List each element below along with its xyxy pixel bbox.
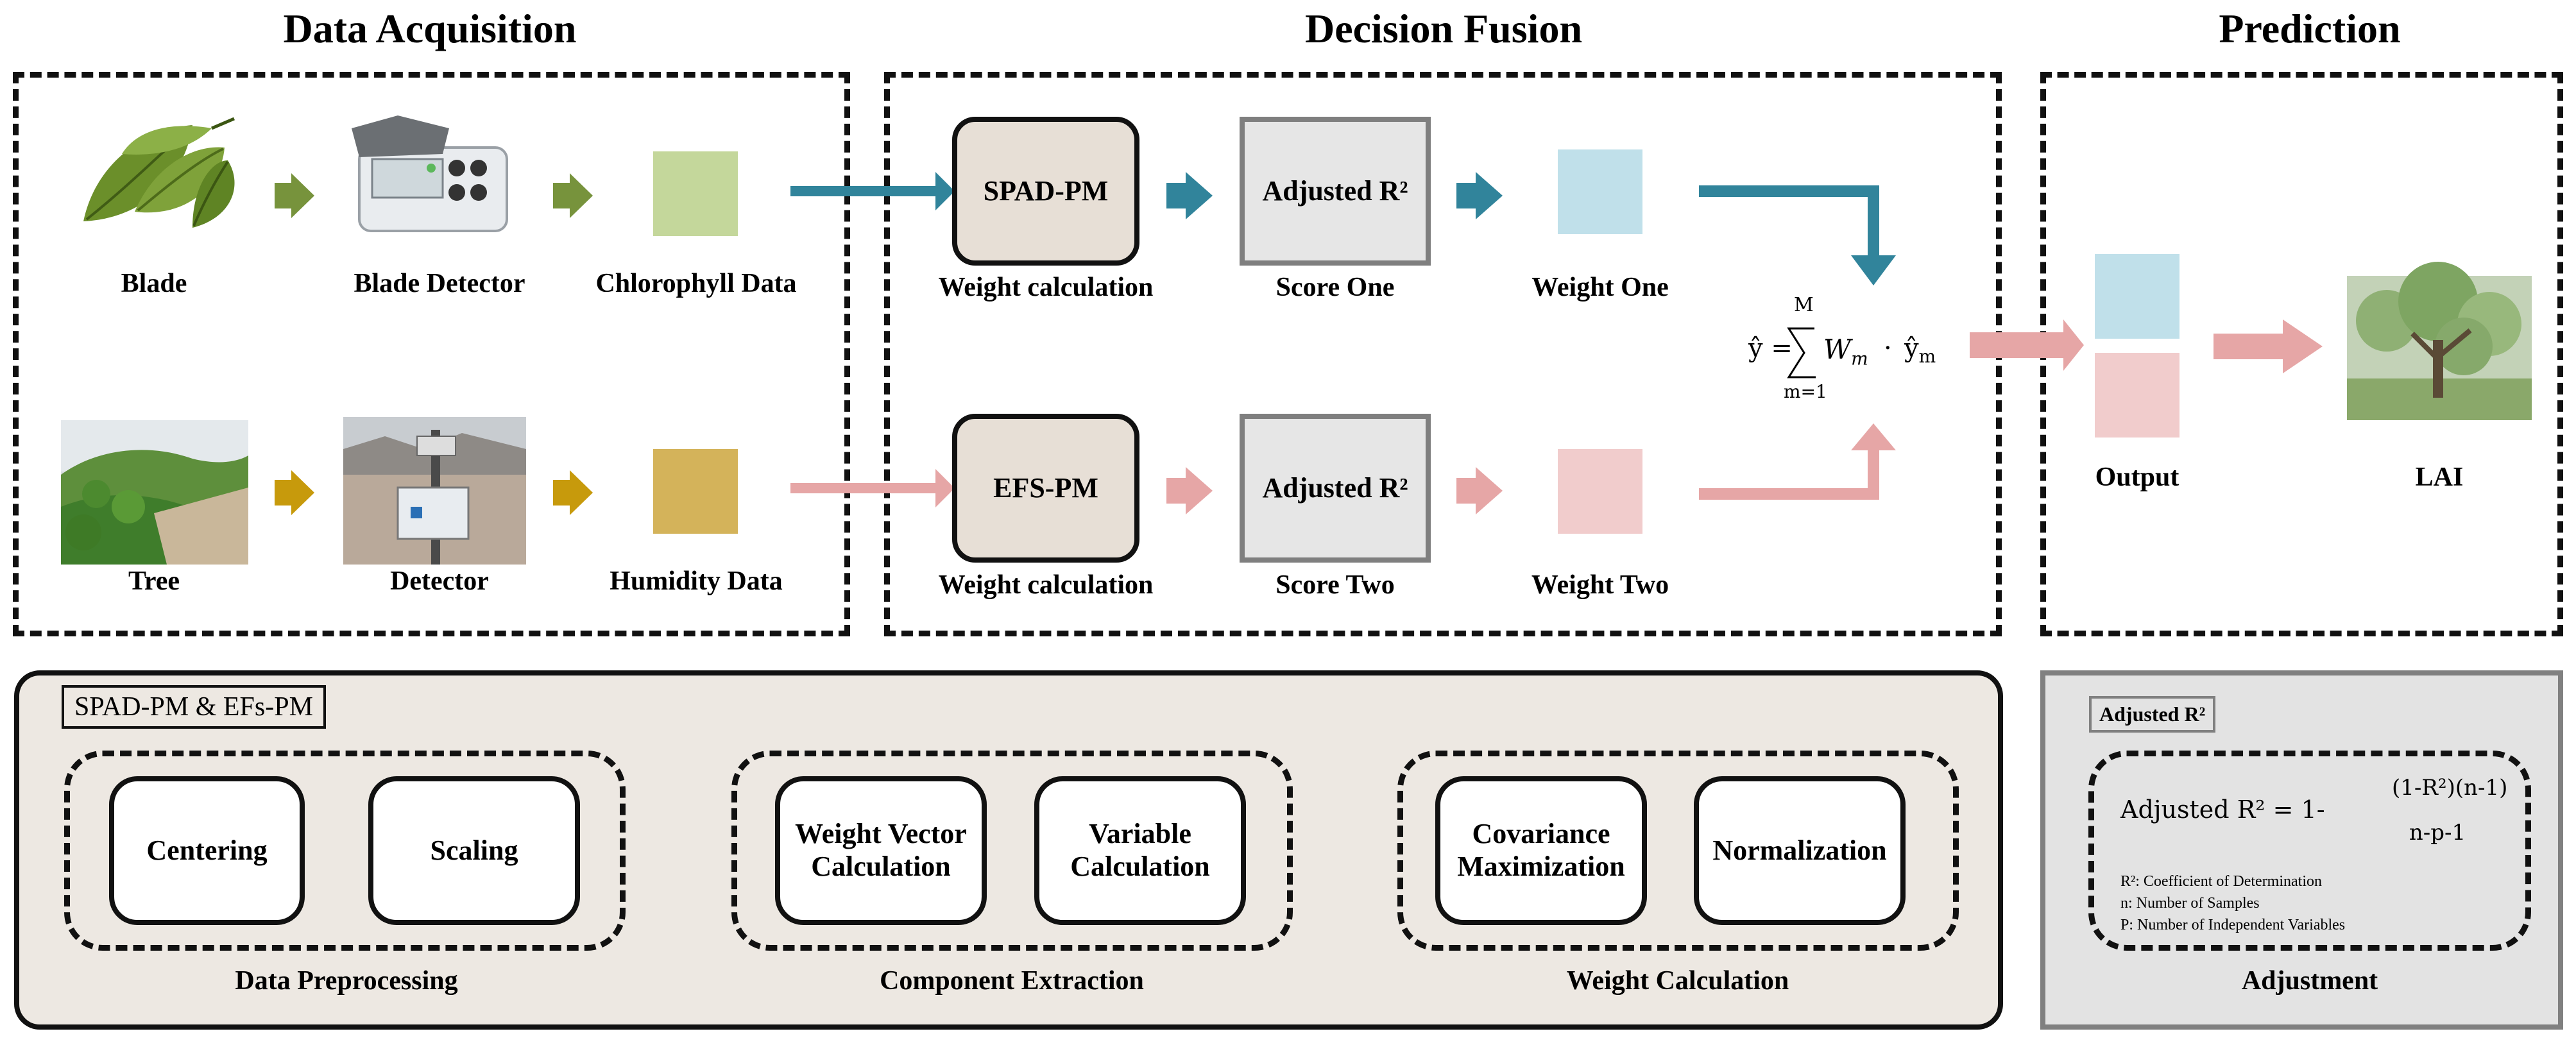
formula-w: W: [1823, 334, 1852, 365]
label-detector: Detector: [390, 566, 489, 596]
humidity-data-square: [653, 449, 738, 534]
output-square-bottom: [2095, 353, 2179, 438]
title-decision-fusion: Decision Fusion: [1304, 6, 1583, 51]
arrow-spad-to-score: [1166, 172, 1213, 219]
caption-adjustment: Adjustment: [2241, 966, 2378, 996]
formula-lhs: ŷ =: [1748, 334, 1793, 363]
label-tree: Tree: [128, 566, 180, 596]
formula-term-w: Wm: [1823, 334, 1868, 369]
adjustment-denominator: n-p-1: [2409, 820, 2466, 845]
group-component-extraction: [731, 751, 1293, 951]
group-weight-calculation: [1397, 751, 1959, 951]
arrow-detector-to-humidity: [553, 470, 593, 515]
formula-dot: ·: [1884, 334, 1892, 363]
adjustment-notes: R²: Coefficient of Determination n: Numb…: [2120, 871, 2345, 936]
step-covariance-maximization: Covariance Maximization: [1435, 776, 1647, 925]
formula-sum-bottom: m=1: [1784, 381, 1827, 402]
title-data-acquisition: Data Acquisition: [283, 6, 577, 51]
arrow-humidity-to-efs: [790, 469, 955, 507]
step-scaling: Scaling: [368, 776, 580, 925]
blade-image: [83, 117, 235, 228]
formula-w-sub: m: [1851, 348, 1868, 370]
label-lai: LAI: [2415, 463, 2464, 492]
tree-image: [61, 420, 248, 565]
arrow-tree-to-detector: [275, 470, 314, 515]
summation-sign: [1787, 327, 1816, 378]
arrow-formula-to-output: [1970, 319, 2084, 371]
efs-pm-box: EFS-PM: [952, 414, 1139, 563]
arrow-score-to-weight-one: [1456, 172, 1503, 219]
spad-pm-box: SPAD-PM: [952, 117, 1139, 266]
note-n: n: Number of Samples: [2120, 895, 2260, 912]
label-humidity-data: Humidity Data: [610, 566, 783, 596]
step-normalization: Normalization: [1694, 776, 1906, 925]
caption-component-extraction: Component Extraction: [880, 966, 1144, 996]
panel-model-process: [14, 670, 2003, 1030]
formula-yhat: ŷ: [1904, 334, 1919, 363]
weight-one-square: [1558, 149, 1642, 234]
step-variable-calculation: Variable Calculation: [1034, 776, 1246, 925]
arrow-blade-to-detector: [275, 173, 314, 218]
arrow-efs-to-score: [1166, 467, 1213, 514]
caption-data-preprocessing: Data Preprocessing: [235, 966, 458, 996]
arrow-detector-to-chlorophyll: [553, 173, 593, 218]
caption-weight-calculation: Weight Calculation: [1566, 966, 1789, 996]
label-weight-one: Weight One: [1531, 273, 1669, 302]
label-blade-detector: Blade Detector: [354, 269, 525, 298]
note-p: P: Number of Independent Variables: [2120, 917, 2346, 933]
label-score-two: Score Two: [1275, 570, 1395, 600]
label-score-one: Score One: [1275, 273, 1395, 302]
tag-spad-efs: SPAD-PM & EFs-PM: [62, 685, 326, 729]
formula-yhat-m: ŷm: [1904, 334, 1936, 367]
arrow-score-to-weight-two: [1456, 467, 1503, 514]
output-square-top: [2095, 254, 2179, 339]
note-r2: R²: Coefficient of Determination: [2120, 873, 2323, 890]
arrow-chlorophyll-to-spad: [790, 172, 955, 210]
chlorophyll-data-square: [653, 151, 738, 236]
adjustment-numerator: (1-R²)(n-1): [2392, 775, 2508, 801]
group-data-preprocessing: [64, 751, 626, 951]
title-prediction: Prediction: [2219, 6, 2401, 51]
weight-two-square: [1558, 449, 1642, 534]
formula-yhat-sub: m: [1918, 346, 1936, 367]
adjusted-r2-box-1: Adjusted R²: [1240, 117, 1431, 266]
step-weight-vector-calculation: Weight Vector Calculation: [775, 776, 987, 925]
detector-image: [343, 417, 526, 565]
tag-adjusted-r2: Adjusted R²: [2089, 696, 2216, 733]
formula-sum-top: M: [1794, 294, 1814, 316]
label-blade: Blade: [121, 269, 187, 298]
adjusted-r2-box-2: Adjusted R²: [1240, 414, 1431, 563]
group-adjustment-formula: [2088, 751, 2531, 951]
label-weight-calculation-1: Weight calculation: [938, 273, 1154, 302]
lai-image: [2347, 262, 2532, 420]
elbow-weight-one-to-formula: [1699, 185, 1896, 285]
arrow-output-to-lai: [2213, 319, 2323, 373]
panel-data-acquisition: [13, 72, 850, 636]
label-chlorophyll-data: Chlorophyll Data: [595, 269, 797, 298]
label-weight-calculation-2: Weight calculation: [938, 570, 1154, 600]
label-weight-two: Weight Two: [1531, 570, 1669, 600]
elbow-weight-two-to-formula: [1699, 423, 1896, 500]
blade-detector-image: [352, 115, 508, 232]
step-centering: Centering: [109, 776, 305, 925]
label-output: Output: [2095, 463, 2179, 492]
adjustment-formula-lhs: Adjusted R² = 1-: [2120, 795, 2325, 824]
